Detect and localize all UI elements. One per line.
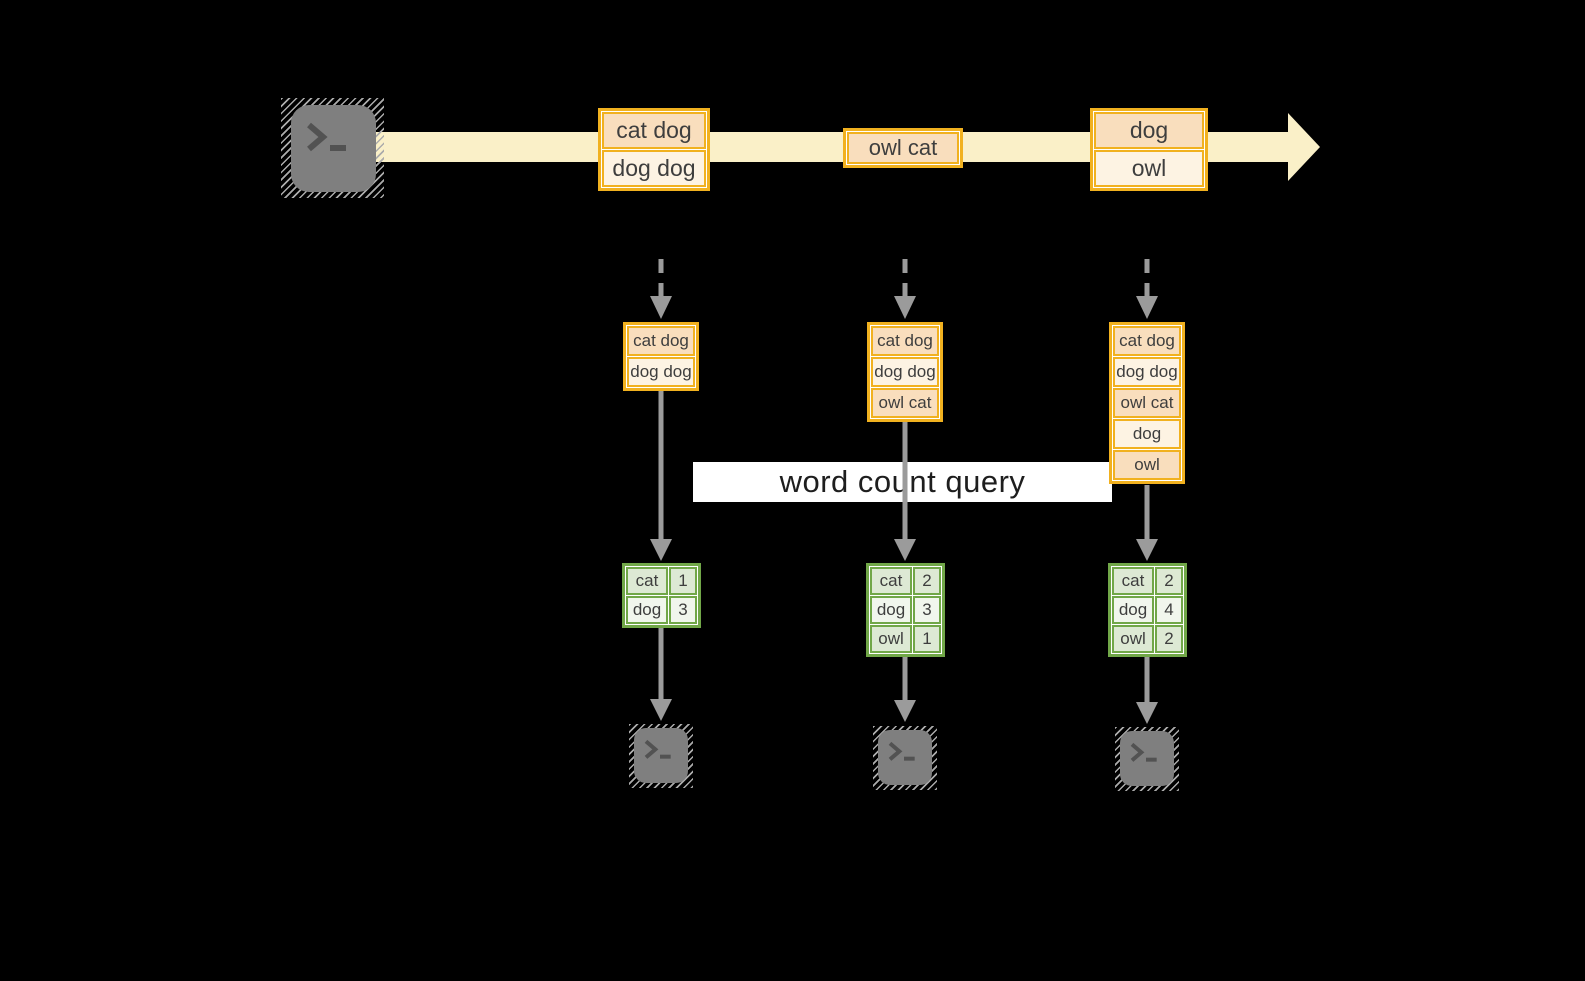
input-row: owl — [1113, 450, 1181, 480]
input-row: owl cat — [1113, 388, 1181, 418]
word-cell: dog — [626, 596, 668, 624]
terminal-prompt-icon — [644, 739, 671, 759]
result-table-3: cat 2 dog 4 owl 2 — [1108, 563, 1187, 657]
input-row: dog dog — [1113, 357, 1181, 387]
sink-terminal-icon-1 — [634, 728, 688, 783]
input-row: cat dog — [627, 326, 695, 356]
input-table-1: cat dog dog dog — [623, 322, 699, 391]
result-row: dog 3 — [870, 596, 941, 624]
word-cell: cat — [870, 567, 912, 595]
batch-arrow-dashed-2 — [894, 259, 916, 319]
word-cell: cat — [626, 567, 668, 595]
output-arrow-2 — [894, 657, 916, 722]
stream-record: cat dog — [602, 112, 706, 149]
input-row: cat dog — [1113, 326, 1181, 356]
stream-record: dog dog — [602, 150, 706, 187]
terminal-prompt-icon — [1130, 742, 1157, 762]
terminal-prompt-icon — [888, 741, 915, 761]
result-row: cat 2 — [1112, 567, 1183, 595]
result-row: cat 2 — [870, 567, 941, 595]
input-row: dog dog — [871, 357, 939, 387]
result-row: dog 4 — [1112, 596, 1183, 624]
input-row: owl cat — [871, 388, 939, 418]
word-cell: dog — [870, 596, 912, 624]
query-banner-label: word count query — [779, 464, 1026, 499]
result-table-2: cat 2 dog 3 owl 1 — [866, 563, 945, 657]
stream-timeline-arrowhead-icon — [1288, 113, 1320, 181]
word-cell: dog — [1112, 596, 1154, 624]
input-table-2: cat dog dog dog owl cat — [867, 322, 943, 422]
query-arrow-3 — [1136, 485, 1158, 561]
count-cell: 4 — [1155, 596, 1183, 624]
count-cell: 2 — [913, 567, 941, 595]
batch-arrow-dashed-1 — [650, 259, 672, 319]
source-terminal-icon — [291, 105, 376, 192]
count-cell: 2 — [1155, 625, 1183, 653]
terminal-prompt-icon — [307, 122, 346, 152]
result-table-1: cat 1 dog 3 — [622, 563, 701, 628]
result-row: owl 1 — [870, 625, 941, 653]
count-cell: 3 — [669, 596, 697, 624]
stream-record-box-2: owl cat — [843, 128, 963, 168]
input-row: dog dog — [627, 357, 695, 387]
input-row: dog — [1113, 419, 1181, 449]
count-cell: 2 — [1155, 567, 1183, 595]
stream-record: owl cat — [847, 132, 959, 164]
word-cell: owl — [1112, 625, 1154, 653]
stream-record: dog — [1094, 112, 1204, 149]
sink-terminal-icon-2 — [878, 730, 932, 785]
stream-record-box-3: dog owl — [1090, 108, 1208, 191]
result-row: owl 2 — [1112, 625, 1183, 653]
count-cell: 1 — [669, 567, 697, 595]
query-arrow-2 — [894, 421, 916, 561]
batch-arrow-dashed-3 — [1136, 259, 1158, 319]
result-row: dog 3 — [626, 596, 697, 624]
result-row: cat 1 — [626, 567, 697, 595]
stream-record: owl — [1094, 150, 1204, 187]
count-cell: 1 — [913, 625, 941, 653]
input-row: cat dog — [871, 326, 939, 356]
sink-terminal-icon-3 — [1120, 731, 1174, 786]
word-cell: cat — [1112, 567, 1154, 595]
query-arrow-1 — [650, 390, 672, 561]
word-cell: owl — [870, 625, 912, 653]
input-table-3: cat dog dog dog owl cat dog owl — [1109, 322, 1185, 484]
output-arrow-3 — [1136, 657, 1158, 724]
count-cell: 3 — [913, 596, 941, 624]
output-arrow-1 — [650, 628, 672, 721]
stream-record-box-1: cat dog dog dog — [598, 108, 710, 191]
